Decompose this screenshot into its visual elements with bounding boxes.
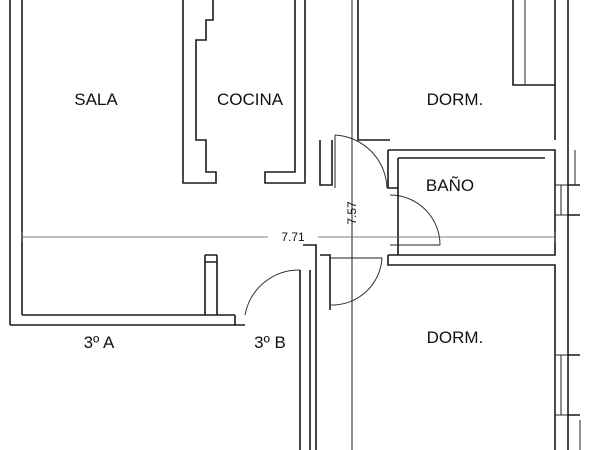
corridor-walls: [299, 140, 333, 450]
bathroom-walls: [387, 149, 580, 256]
room-label-cocina: COCINA: [217, 90, 284, 109]
dimension-vertical-label: 7.57: [345, 201, 359, 225]
room-label-dorm-top: DORM.: [427, 90, 484, 109]
unit-label-3a: 3º A: [84, 333, 115, 352]
dorm-bottom-walls: [387, 255, 581, 450]
vent-column: [204, 254, 218, 315]
unit-label-3b: 3º B: [254, 333, 286, 352]
kitchen-right-partition: [264, 0, 306, 184]
apartment-3a-walls: [9, 0, 245, 326]
room-label-dorm-bottom: DORM.: [427, 328, 484, 347]
room-label-bano: BAÑO: [426, 176, 474, 195]
dimension-horizontal: 7.71: [21, 230, 556, 244]
dimension-horizontal-label: 7.71: [281, 230, 305, 244]
room-label-sala: SALA: [74, 90, 118, 109]
dorm-top-walls: [357, 0, 569, 450]
entrance-door-3b: [244, 269, 301, 316]
kitchen-left-partition: [182, 0, 217, 184]
